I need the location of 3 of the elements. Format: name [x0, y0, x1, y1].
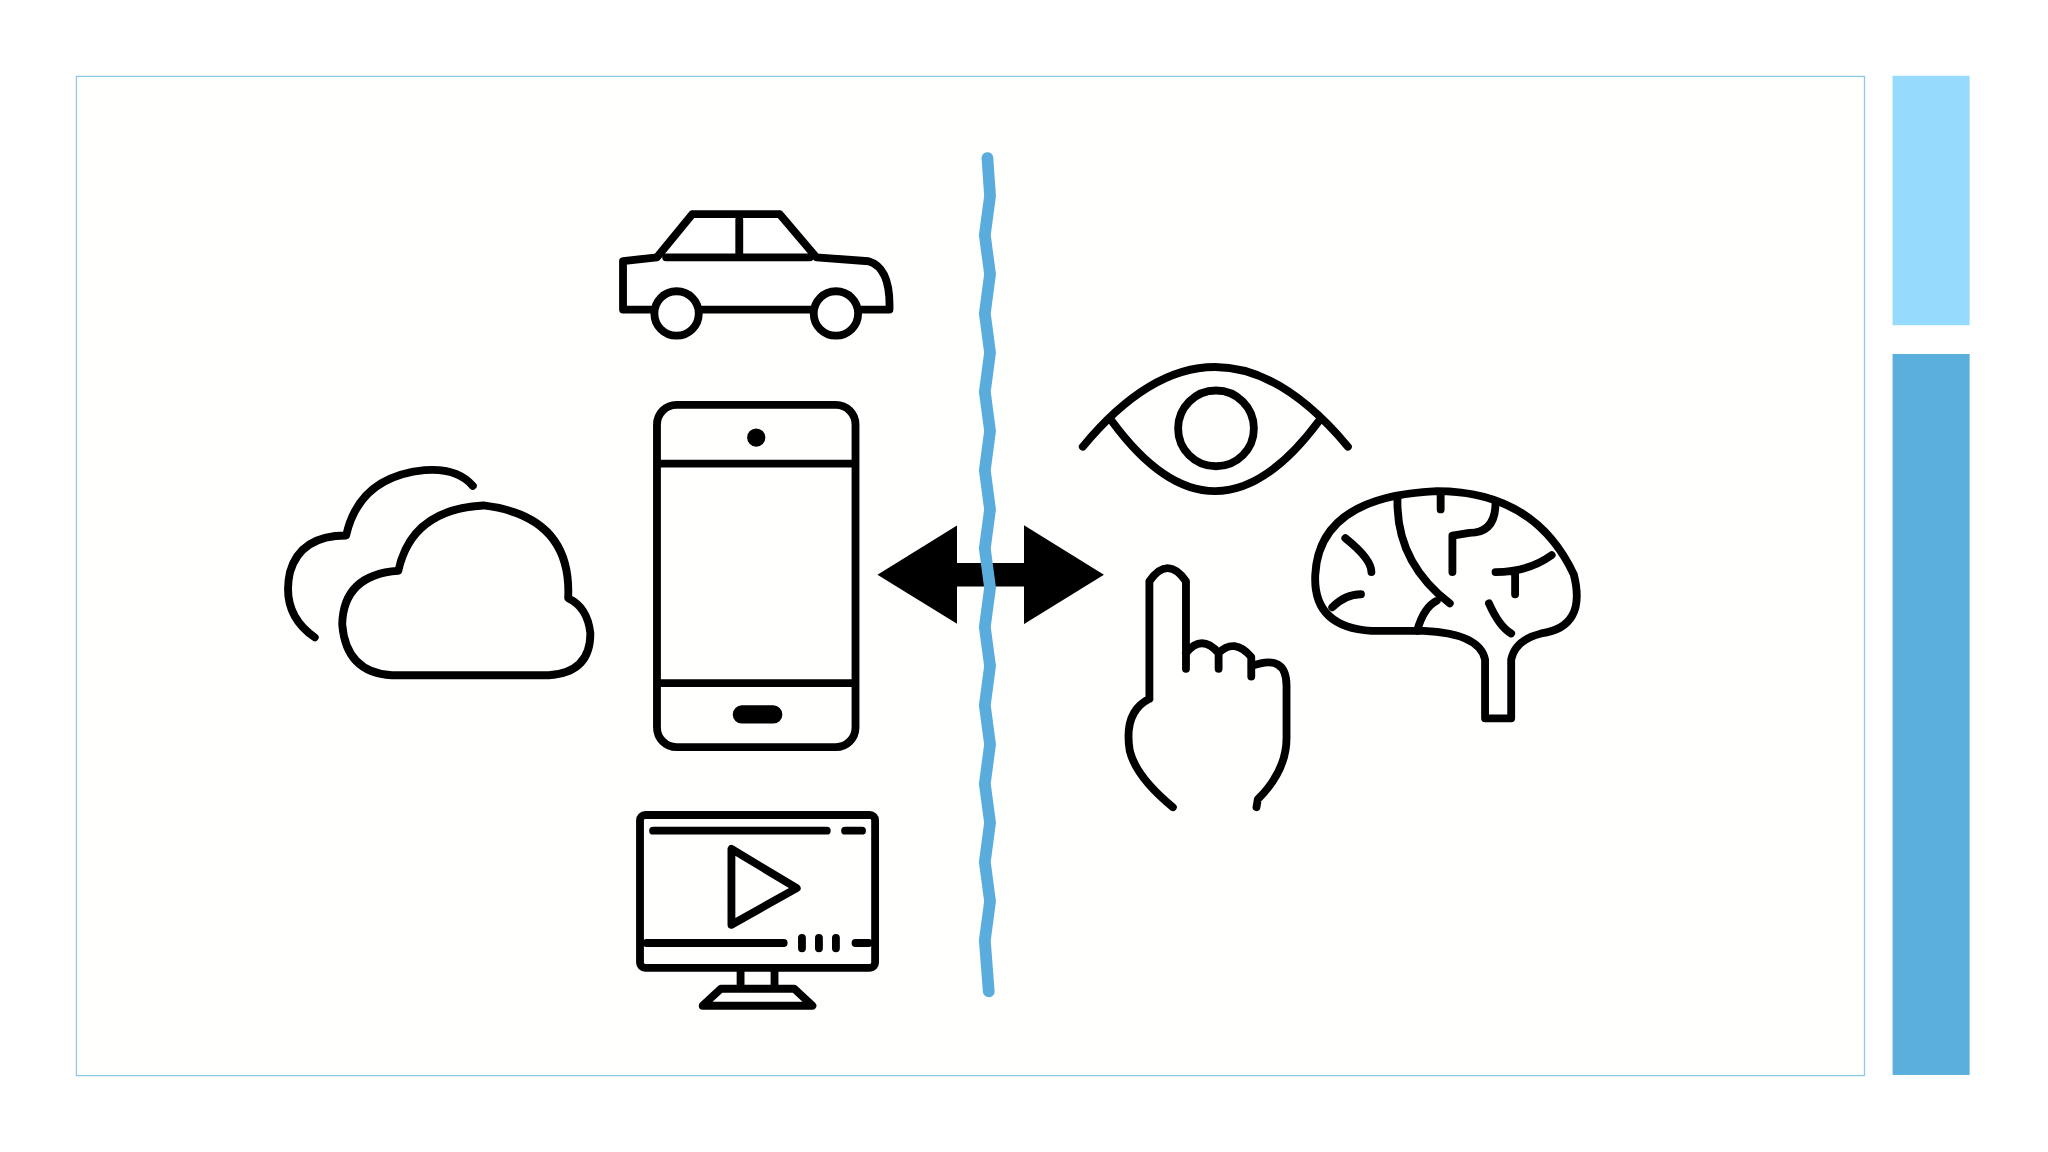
phone-icon	[653, 400, 860, 751]
pointing-hand-icon	[1124, 564, 1291, 812]
double-arrow	[877, 525, 1104, 625]
